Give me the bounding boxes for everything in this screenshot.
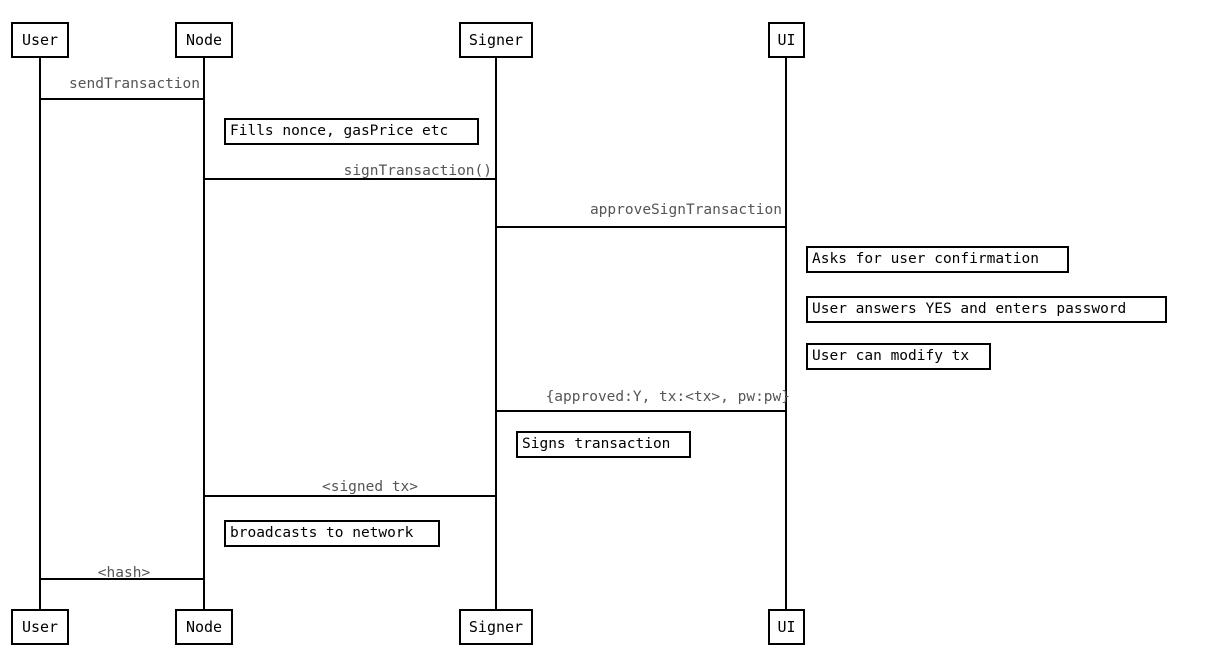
participant-signer-label: Signer bbox=[468, 30, 524, 49]
note-user-can-modify-tx: User can modify tx bbox=[806, 343, 991, 370]
note-fills-nonce-text: Fills nonce, gasPrice etc bbox=[230, 123, 449, 140]
participant-node-footer[interactable]: Node bbox=[175, 609, 233, 645]
message-label-approval-response: {approved:Y, tx:<tx>, pw:pw} bbox=[545, 389, 790, 405]
lifeline-signer bbox=[495, 58, 497, 609]
message-line-approval-response bbox=[495, 410, 787, 412]
participant-signer-footer[interactable]: Signer bbox=[459, 609, 533, 645]
lifeline-ui bbox=[785, 58, 787, 609]
note-user-answers-yes-text: User answers YES and enters password bbox=[812, 301, 1127, 318]
participant-ui-label: UI bbox=[777, 30, 796, 49]
message-line-send-transaction bbox=[39, 98, 205, 100]
lifeline-user bbox=[39, 58, 41, 609]
note-asks-for-confirmation-text: Asks for user confirmation bbox=[812, 251, 1039, 268]
message-label-send-transaction: sendTransaction bbox=[69, 76, 200, 92]
note-signs-transaction-text: Signs transaction bbox=[522, 436, 671, 453]
participant-user-footer-label: User bbox=[21, 617, 59, 636]
participant-node-header[interactable]: Node bbox=[175, 22, 233, 58]
message-label-sign-transaction: signTransaction() bbox=[343, 163, 492, 179]
note-user-answers-yes: User answers YES and enters password bbox=[806, 296, 1167, 323]
participant-node-footer-label: Node bbox=[185, 617, 223, 636]
lifeline-node bbox=[203, 58, 205, 609]
participant-user-header[interactable]: User bbox=[11, 22, 69, 58]
note-user-can-modify-tx-text: User can modify tx bbox=[812, 348, 970, 365]
message-line-hash bbox=[39, 578, 205, 580]
note-broadcasts-to-network: broadcasts to network bbox=[224, 520, 440, 547]
participant-ui-footer-label: UI bbox=[777, 617, 796, 636]
note-asks-for-confirmation: Asks for user confirmation bbox=[806, 246, 1069, 273]
message-label-approve-sign-transaction: approveSignTransaction bbox=[589, 202, 782, 218]
note-fills-nonce: Fills nonce, gasPrice etc bbox=[224, 118, 479, 145]
participant-node-label: Node bbox=[185, 30, 223, 49]
message-line-sign-transaction bbox=[203, 178, 497, 180]
participant-user-label: User bbox=[21, 30, 59, 49]
participant-ui-footer[interactable]: UI bbox=[768, 609, 805, 645]
note-broadcasts-to-network-text: broadcasts to network bbox=[230, 525, 414, 542]
participant-user-footer[interactable]: User bbox=[11, 609, 69, 645]
note-signs-transaction: Signs transaction bbox=[516, 431, 691, 458]
message-line-signed-tx bbox=[203, 495, 497, 497]
participant-signer-footer-label: Signer bbox=[468, 617, 524, 636]
message-line-approve-sign-transaction bbox=[495, 226, 787, 228]
participant-signer-header[interactable]: Signer bbox=[459, 22, 533, 58]
participant-ui-header[interactable]: UI bbox=[768, 22, 805, 58]
message-label-signed-tx: <signed tx> bbox=[321, 479, 419, 495]
message-label-hash: <hash> bbox=[97, 565, 151, 581]
